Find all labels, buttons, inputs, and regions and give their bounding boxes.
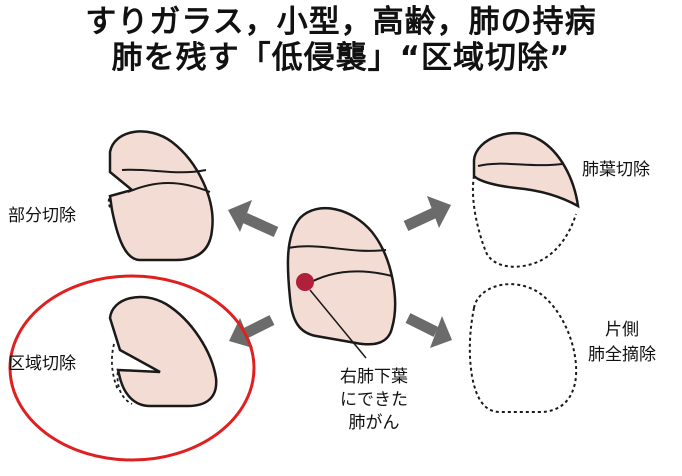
pneumonectomy-lung	[468, 283, 578, 413]
center-label-line-1: 右肺下葉	[340, 367, 408, 387]
arrow-to-lobectomy	[403, 196, 451, 231]
tumor-marker	[296, 273, 314, 291]
arrow-to-pneumonectomy	[405, 313, 452, 348]
highlight-circle	[8, 274, 256, 462]
partial-resection-lung	[107, 130, 214, 262]
lobectomy-label: 肺葉切除	[582, 160, 650, 180]
center-lung	[286, 206, 397, 359]
title-line-2: 肺を残す「低侵襲」“区域切除”	[111, 40, 571, 76]
tumor-pointer-line	[309, 289, 367, 359]
pneumonectomy-label-line-1: 片側	[605, 320, 639, 340]
segmentectomy-label: 区域切除	[8, 354, 76, 374]
arrow-to-partial	[228, 200, 279, 238]
partial-resection-label: 部分切除	[8, 206, 76, 226]
segmentectomy-lung	[108, 295, 218, 408]
pneumonectomy-label-line-2: 肺全摘除	[588, 345, 656, 365]
center-label-line-2: にできた	[340, 390, 408, 410]
title-line-1: すりガラス，小型，高齢，肺の持病	[85, 4, 597, 40]
center-label-line-3: 肺がん	[348, 413, 400, 433]
center-lung-label: 右肺下葉 にできた 肺がん	[328, 366, 420, 435]
pneumonectomy-label: 片側 肺全摘除	[588, 318, 656, 368]
lobectomy-lung	[471, 131, 580, 268]
